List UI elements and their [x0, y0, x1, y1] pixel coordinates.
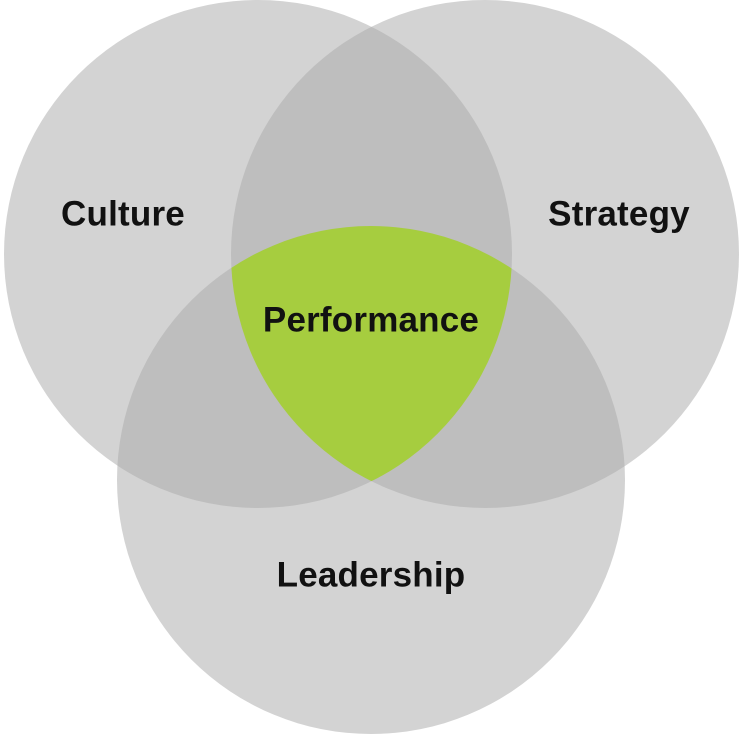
leadership-label: Leadership: [277, 555, 466, 594]
strategy-label: Strategy: [548, 194, 690, 233]
culture-label: Culture: [61, 194, 185, 233]
performance-label: Performance: [263, 300, 479, 339]
